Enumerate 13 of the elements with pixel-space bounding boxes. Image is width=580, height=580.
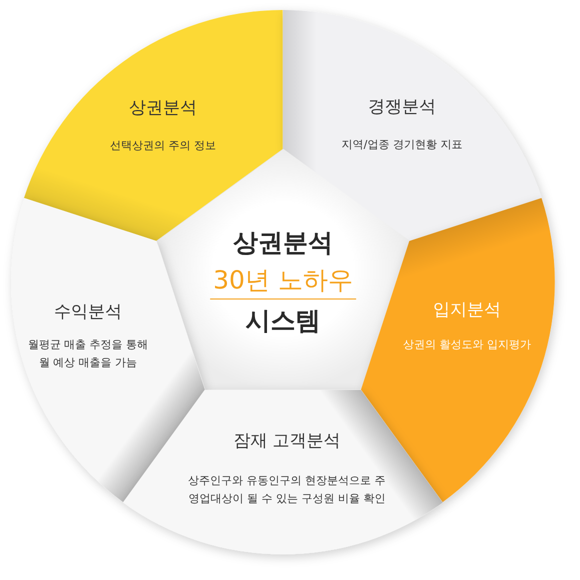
- segment-description: 상권의 활성도와 입지평가: [402, 336, 531, 353]
- segment-description: 상주인구와 유동인구의 현장분석으로 주 영업대상이 될 수 있는 구성원 비율 확인: [187, 472, 387, 507]
- highlight-text: 30년 노하우: [210, 264, 356, 300]
- segment-description: 지역/업종 경기현황 지표: [342, 137, 462, 153]
- segment-description: 선택상권의 주의 정보: [110, 138, 216, 154]
- heading-text: 시스템: [245, 305, 320, 337]
- segment-title: 입지분석: [432, 298, 501, 321]
- segment-title: 상권분석: [128, 97, 197, 119]
- heading-text: 상권분석: [232, 227, 333, 259]
- segment-title: 수익분석: [54, 300, 122, 323]
- segment-title: 경쟁분석: [368, 96, 436, 118]
- segment-title: 잠재 고객분석: [233, 430, 341, 452]
- segment-description: 월평균 매출 추정을 통해 월 예상 매출을 가늠: [26, 336, 150, 371]
